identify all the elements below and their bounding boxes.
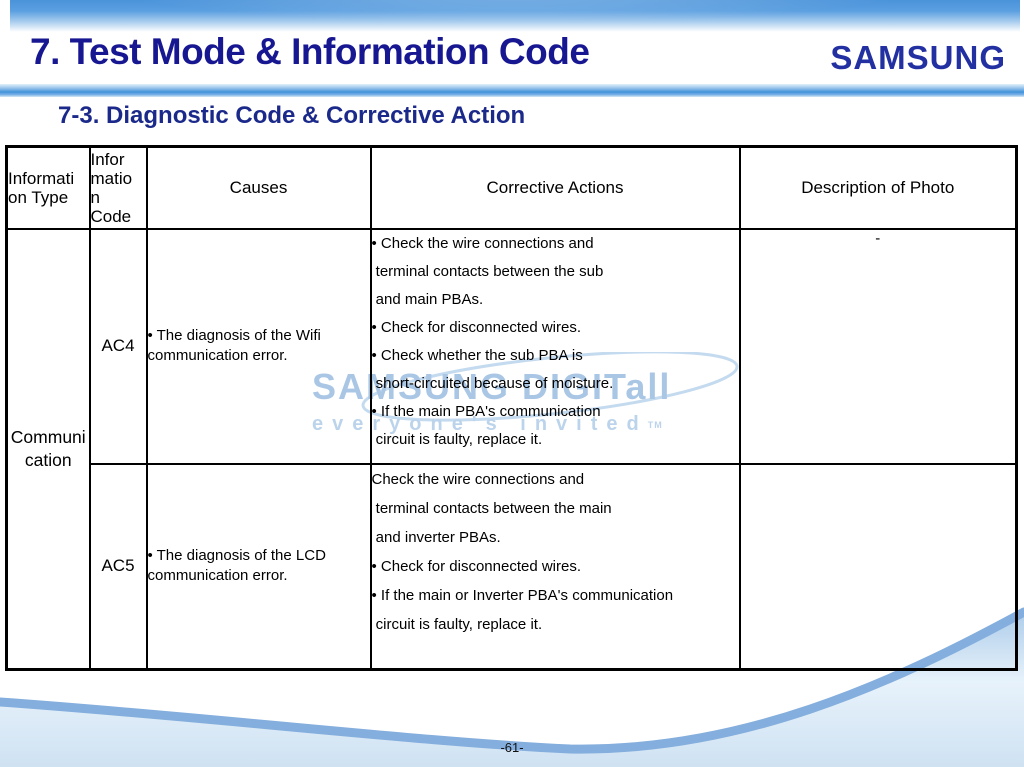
header-gradient-band — [10, 0, 1020, 32]
table-row-ac4: Communi cation AC4 • The diagnosis of th… — [5, 227, 1018, 671]
col-header-causes: Causes — [145, 145, 372, 230]
cell-photo-ac5 — [738, 462, 1018, 671]
cell-code-ac5: AC5 — [88, 462, 148, 671]
cell-information-type: Communi cation — [5, 227, 91, 671]
footer-wave-graphic — [0, 607, 1024, 767]
col-header-corrective-actions: Corrective Actions — [369, 145, 741, 230]
header-divider-bar — [0, 84, 1024, 97]
cell-code-ac4: AC4 — [88, 227, 148, 465]
col-header-information-code: Infor matio n Code — [88, 145, 148, 230]
page-title: 7. Test Mode & Information Code — [30, 31, 590, 72]
col-header-information-type: Informati on Type — [5, 145, 91, 230]
col-header-description-of-photo: Description of Photo — [738, 145, 1018, 230]
page-number: -61- — [500, 740, 524, 755]
cell-corrective-ac4: • Check the wire connections and termina… — [369, 227, 741, 465]
diagnostic-code-table: Informati on Type Infor matio n Code Cau… — [5, 145, 1018, 671]
samsung-logo: SAMSUNG — [830, 39, 1006, 76]
table-header-row: Informati on Type Infor matio n Code Cau… — [5, 145, 1018, 230]
section-subtitle: 7-3. Diagnostic Code & Corrective Action — [58, 102, 526, 129]
cell-photo-ac4: - — [738, 227, 1018, 465]
cell-corrective-ac5: Check the wire connections and terminal … — [369, 462, 741, 671]
